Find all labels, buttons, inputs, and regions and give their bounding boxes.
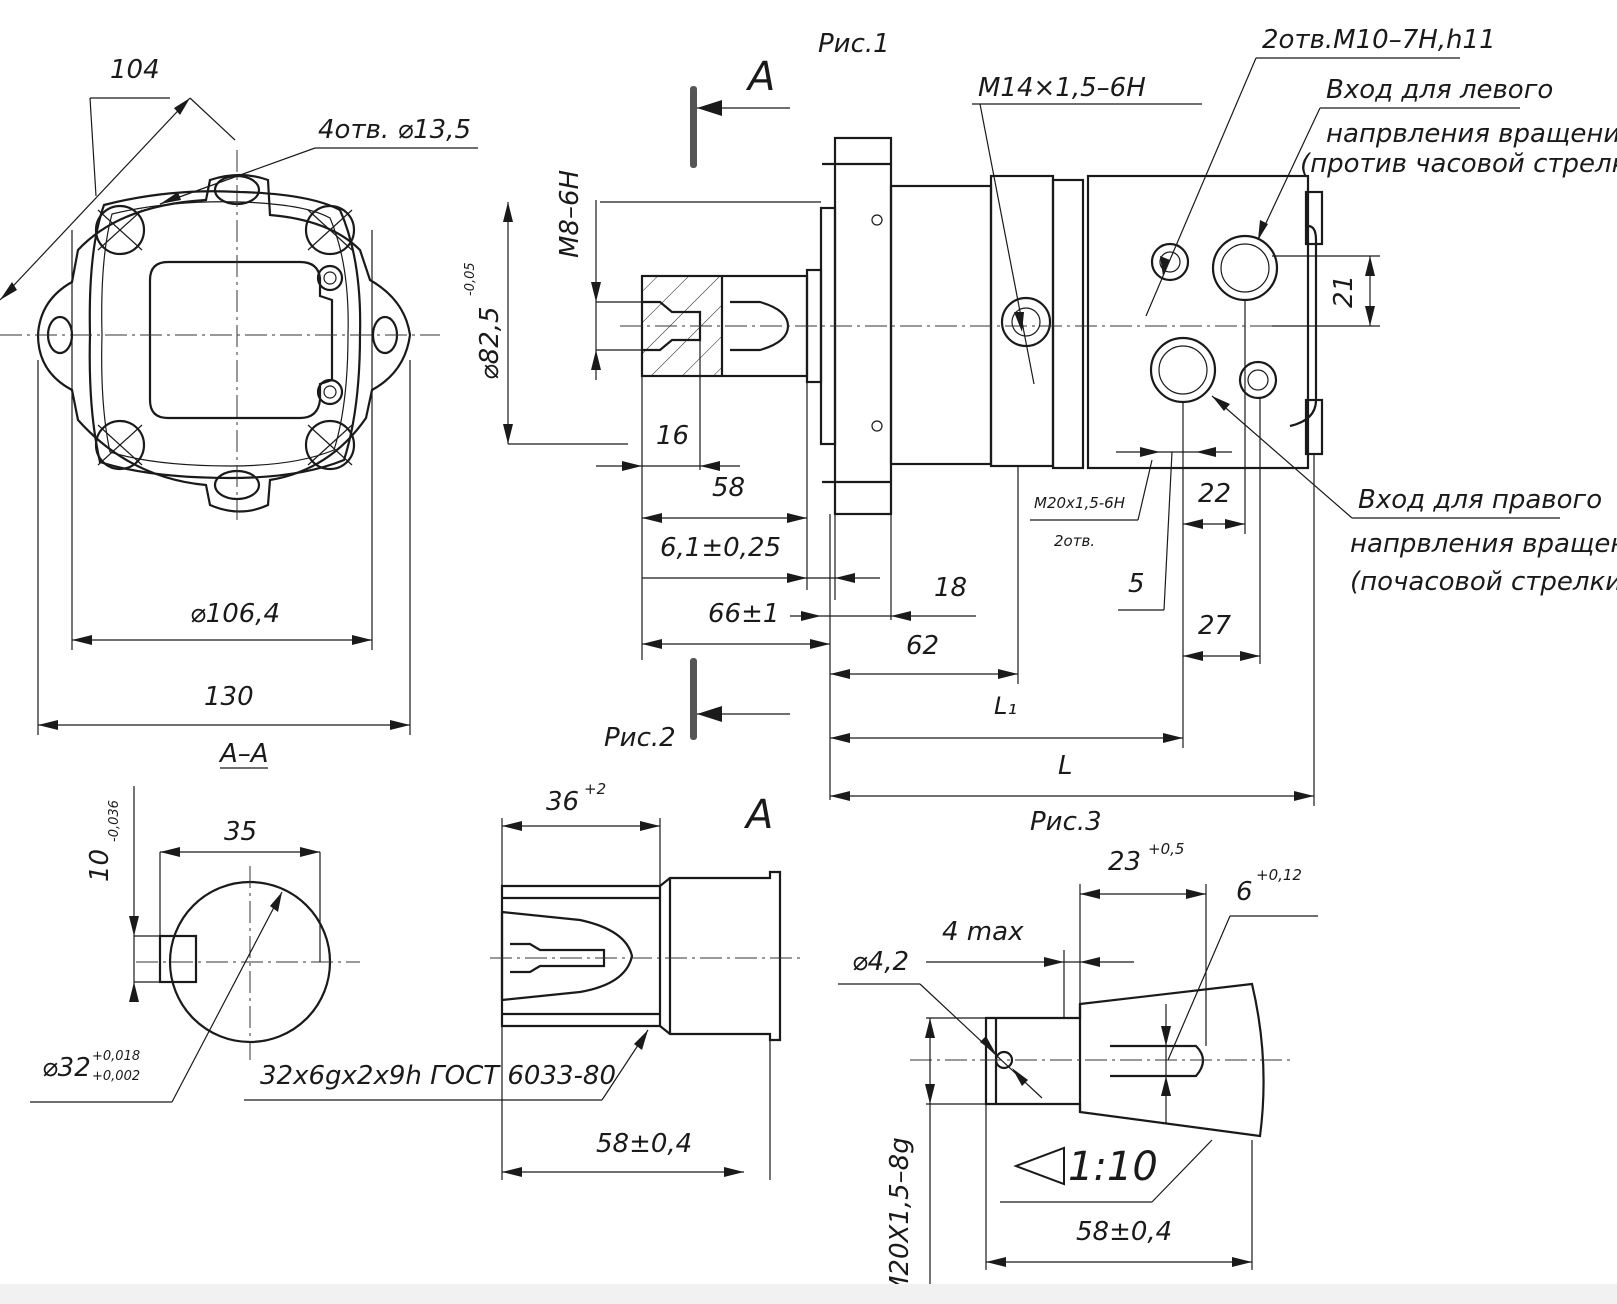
right-input-note-3: (почасовой стрелки) xyxy=(1350,567,1617,597)
fig2-label: Рис.2 xyxy=(604,723,676,753)
right-input-note-1: Вход для правого xyxy=(1358,485,1602,515)
view-marker-bottom: А xyxy=(743,792,773,838)
dim-l1: L₁ xyxy=(994,692,1017,720)
section-mark-top xyxy=(690,86,697,168)
left-input-note-2: напрвления вращения xyxy=(1326,119,1617,149)
fig3-label: Рис.3 xyxy=(1030,807,1102,837)
dim-10-tol: -0,036 xyxy=(107,800,122,842)
dim-36: 36 xyxy=(546,787,579,817)
dim-58-top: 58 xyxy=(712,473,745,503)
holes-m10-label: 2отв.M10–7H,h11 xyxy=(1262,25,1496,55)
fig1-label: Рис.1 xyxy=(818,29,890,59)
two-holes-label: 2отв. xyxy=(1054,532,1095,550)
dim-18: 18 xyxy=(934,573,967,603)
view-marker-top: А xyxy=(745,54,775,100)
dim-35: 35 xyxy=(224,817,257,847)
dim-82-5: ⌀82,5 xyxy=(475,306,505,380)
dim-104: 104 xyxy=(110,55,160,85)
shaft-section-view: 35 10 -0,036 ⌀32 +0,018 +0,002 xyxy=(30,786,360,1103)
dim-32-tol-dn: +0,002 xyxy=(92,1069,140,1084)
taper-label: 1:10 xyxy=(1068,1144,1158,1190)
section-mark-bottom xyxy=(690,658,697,740)
left-input-note-1: Вход для левого xyxy=(1326,75,1553,105)
dim-6-tol: +0,12 xyxy=(1256,866,1302,884)
dim-m8: M8–6H xyxy=(555,170,585,258)
spline-label: 32x6gx2x9h ГОСТ 6033-80 xyxy=(260,1061,616,1091)
right-input-note-2: напрвления вращения xyxy=(1350,529,1617,559)
dim-82-5-tol: -0,05 xyxy=(463,262,478,296)
splined-shaft-view: А 36 +2 32x6gx2x9h ГОСТ 6033-80 58±0,4 xyxy=(244,780,800,1180)
dim-66: 66±1 xyxy=(708,599,779,629)
dim-36-tol: +2 xyxy=(584,780,606,798)
dim-m14: M14×1,5–6H xyxy=(978,73,1146,103)
dim-21: 21 xyxy=(1329,275,1359,308)
dim-10: 10 xyxy=(85,849,115,882)
dim-4-2: ⌀4,2 xyxy=(852,947,909,977)
dim-6-1: 6,1±0,25 xyxy=(660,533,781,563)
dim-22: 22 xyxy=(1198,479,1231,509)
m20-ports-label: M20x1,5-6H xyxy=(1034,494,1125,512)
dim-58-spline: 58±0,4 xyxy=(596,1129,692,1159)
holes-4-label: 4отв. ⌀13,5 xyxy=(318,115,471,145)
view-a-a: 104 4отв. ⌀13,5 ⌀106,4 130 А–А xyxy=(0,55,478,769)
bottom-strip xyxy=(0,1284,1617,1304)
dim-5: 5 xyxy=(1128,569,1145,599)
dim-23-tol: +0,5 xyxy=(1148,840,1184,858)
dim-4-max: 4 max xyxy=(942,917,1024,947)
dim-27: 27 xyxy=(1198,611,1232,641)
section-label-a-a: А–А xyxy=(218,739,269,769)
dim-6: 6 xyxy=(1236,877,1253,907)
dim-23: 23 xyxy=(1108,847,1141,877)
left-input-note-3: (против часовой стрелки) xyxy=(1300,149,1617,179)
dim-58-taper: 58±0,4 xyxy=(1076,1217,1172,1247)
dim-130: 130 xyxy=(204,682,254,712)
dim-62: 62 xyxy=(906,631,939,661)
main-side-view: Рис.1 А xyxy=(463,25,1617,837)
dim-32-tol-up: +0,018 xyxy=(92,1049,140,1064)
dim-16: 16 xyxy=(656,421,689,451)
dim-32: ⌀32 xyxy=(42,1053,91,1083)
dim-l: L xyxy=(1058,751,1073,781)
dim-m20-shaft: M20X1,5–8g xyxy=(885,1137,915,1298)
tapered-shaft-view: 23 +0,5 6 +0,12 4 max ⌀4,2 1:10 M20X1,5–… xyxy=(838,840,1318,1300)
dim-106-4: ⌀106,4 xyxy=(190,599,280,629)
